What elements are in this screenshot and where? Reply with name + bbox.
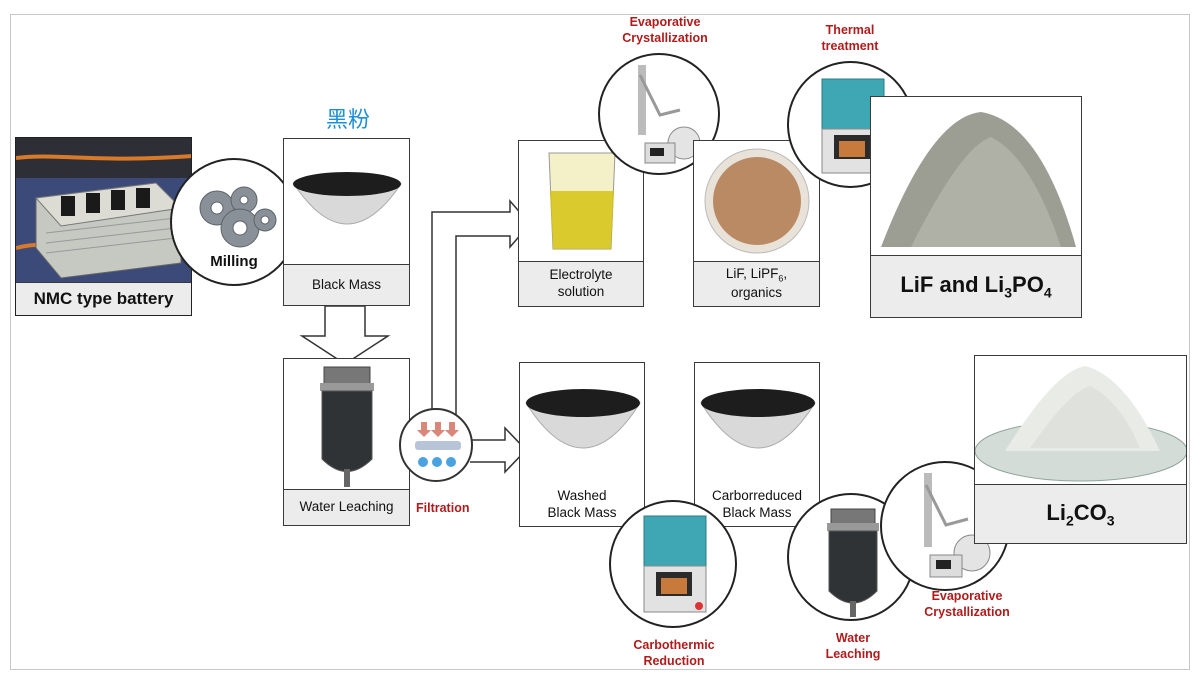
evap-top-label: Evaporative Crystallization: [610, 14, 720, 47]
black-mass-bowl: [293, 172, 402, 225]
lif-salts-label: LiF, LiPF6, organics: [694, 261, 819, 306]
black-mass-box: Black Mass: [283, 138, 410, 306]
water-leaching-bottom-line2: Leaching: [825, 647, 881, 662]
reactor-bottom-icon: [827, 508, 879, 617]
battery-label-text: NMC type battery: [33, 289, 174, 309]
thermal-line2: treatment: [821, 39, 879, 54]
diagram-frame: [10, 14, 1190, 670]
water-leaching-box: Water Leaching: [283, 358, 410, 526]
electrolyte-label-line2: solution: [557, 284, 605, 299]
electrolyte-box: Electrolyte solution: [518, 140, 644, 307]
carbothermic-circle: [609, 500, 737, 628]
white-powder-photo: [975, 356, 1186, 486]
pipe-to-electrolyte: [431, 198, 531, 410]
gears-icon: [199, 186, 277, 248]
thermal-line1: Thermal: [825, 23, 875, 37]
battery-box: NMC type battery: [15, 137, 192, 316]
li2co3-label: Li2CO3: [975, 484, 1186, 543]
carborreduced-box: Carborreduced Black Mass: [694, 362, 820, 527]
lif-product-part2: PO: [1012, 272, 1044, 298]
evap-top-line2: Crystallization: [622, 31, 708, 46]
black-mass-chinese-title: 黑粉: [325, 108, 370, 133]
li2co3-sub2: 3: [1106, 511, 1115, 528]
carborreduced-bowl: [700, 389, 816, 449]
carbothermic-furnace-icon: [643, 515, 707, 613]
lif-product-label: LiF and Li3PO4: [871, 255, 1081, 317]
thermal-label: Thermal treatment: [810, 22, 890, 55]
carborreduced-label-line2: Black Mass: [722, 504, 792, 520]
lif-product-sub1: 3: [1004, 284, 1013, 301]
lif-product-part1: LiF and Li: [900, 272, 1005, 298]
water-leaching-bottom-line1: Water: [835, 631, 871, 645]
washed-bowl: [525, 389, 641, 449]
lif-salts-text-a: LiF, LiPF: [725, 266, 779, 282]
lif-salts-box: LiF, LiPF6, organics: [693, 140, 820, 307]
rotary-evaporator-icon: [638, 65, 701, 164]
beaker-icon: [548, 152, 616, 250]
carbothermic-label: Carbothermic Reduction: [620, 637, 728, 670]
evap-top-line1: Evaporative: [629, 15, 701, 29]
milling-label: Milling: [210, 253, 258, 270]
carbothermic-line1: Carbothermic: [633, 638, 715, 652]
down-arrow: [299, 305, 391, 365]
lif-salts-text-b: ,: [783, 266, 788, 282]
evap-bottom-line1: Evaporative: [931, 589, 1003, 603]
electrolyte-label-line1: Electrolyte: [549, 267, 613, 283]
evap-bottom-label: Evaporative Crystallization: [912, 588, 1022, 621]
lif-product-text: LiF and Li3PO4: [900, 271, 1051, 302]
li2co3-part2: CO: [1073, 499, 1107, 525]
rotary-evaporator-bottom-icon: [924, 473, 991, 578]
lif-product-box: LiF and Li3PO4: [870, 96, 1082, 318]
powder-jar-icon: [704, 148, 810, 254]
carbothermic-line2: Reduction: [643, 654, 705, 669]
electrolyte-label: Electrolyte solution: [519, 261, 643, 306]
evap-bottom-line2: Crystallization: [924, 605, 1010, 620]
filtration-label: Filtration: [416, 501, 470, 515]
black-mass-label: Black Mass: [284, 264, 409, 305]
battery-label: NMC type battery: [16, 282, 191, 315]
washed-label-line2: Black Mass: [547, 504, 617, 520]
li2co3-text: Li2CO3: [1046, 499, 1114, 530]
washed-label: Washed Black Mass: [520, 483, 644, 526]
lif-product-sub2: 4: [1043, 284, 1052, 301]
water-leaching-label: Water Leaching: [284, 489, 409, 525]
battery-photo: [16, 138, 191, 284]
washed-label-line1: Washed: [557, 487, 607, 503]
li2co3-sub1: 2: [1065, 511, 1074, 528]
grey-powder-photo: [871, 97, 1081, 257]
filtration-circle: [399, 408, 473, 482]
lif-salts-label-line2: organics: [730, 285, 783, 301]
washed-box: Washed Black Mass: [519, 362, 645, 527]
li2co3-product-box: Li2CO3: [974, 355, 1187, 544]
li2co3-part1: Li: [1046, 499, 1066, 525]
lif-salts-label-line1: LiF, LiPF6,: [726, 266, 787, 285]
water-leaching-bottom-label: Water Leaching: [818, 630, 888, 663]
filter-icon: [415, 422, 461, 467]
lif-salts-sub: 6: [778, 273, 784, 284]
carborreduced-label-line1: Carborreduced: [711, 487, 803, 503]
reactor-vessel: [320, 366, 374, 487]
milling-circle: Milling: [170, 158, 298, 286]
